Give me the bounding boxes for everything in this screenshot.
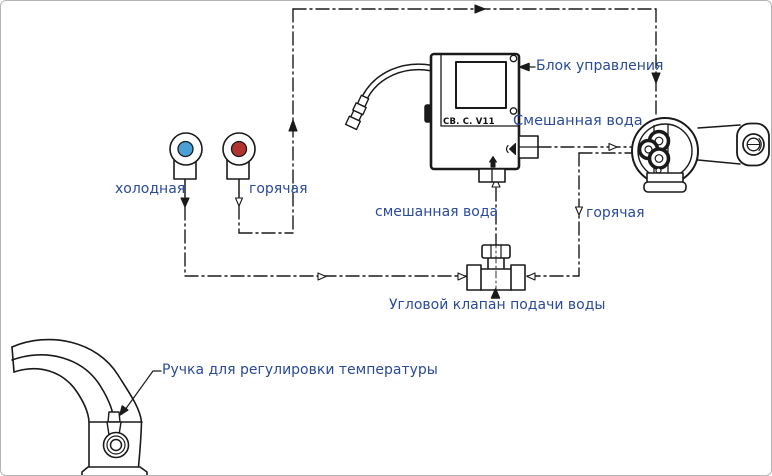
- label-angle-valve: Угловой клапан подачи воды: [389, 297, 606, 313]
- arrow-right-icon: [317, 272, 327, 281]
- faucet-base: [81, 466, 148, 475]
- arrow-left-icon: [519, 62, 530, 72]
- control-unit-panel-lines: [440, 54, 519, 127]
- label-control-unit: Блок управления: [536, 58, 664, 74]
- mixer-arm-fill: [698, 125, 740, 164]
- mixer-arm-edges: [697, 124, 741, 165]
- arrow-up-icon: [490, 288, 501, 299]
- handle-label-leader: [121, 370, 162, 415]
- arrow-right-icon: [457, 272, 467, 281]
- spout-tip: [11, 346, 15, 373]
- spout-mid-curve: [11, 354, 115, 423]
- solid-stubs: [184, 178, 240, 198]
- spout-inner-curve: [13, 368, 90, 423]
- screw-icon: [509, 54, 518, 63]
- hot-indicator-dot: [230, 140, 248, 158]
- control-unit-screen: [455, 61, 507, 109]
- label-control-unit-model: CB. C. V11: [443, 117, 495, 127]
- sensor-plug: [344, 94, 370, 131]
- arrow-up-icon: [288, 119, 298, 132]
- sensor-ring-mid: [106, 435, 126, 455]
- port-hole: [654, 154, 664, 163]
- arrow-right-icon: [474, 4, 486, 14]
- mixer-body: [631, 117, 770, 193]
- arrow-down-left-icon: [119, 405, 129, 416]
- port-hole: [654, 136, 664, 146]
- angle-valve: [466, 240, 526, 295]
- control-unit: [344, 52, 539, 183]
- sensor-cable-core: [363, 64, 433, 99]
- temperature-handle: [106, 411, 122, 436]
- arrow-down-icon: [180, 197, 190, 208]
- arrow-down-icon: [234, 197, 244, 207]
- spout-outer-ring: [742, 133, 765, 156]
- water-inlet-icon: [489, 156, 497, 168]
- screw-icon: [509, 107, 518, 115]
- spout-detail: [746, 137, 762, 152]
- label-hot-supply: горячая: [249, 181, 308, 197]
- label-temperature-handle: Ручка для регулировки температуры: [162, 362, 438, 378]
- faucet-detail: [11, 338, 148, 475]
- label-cold-supply: холодная: [115, 181, 186, 197]
- hex-facets: [490, 244, 502, 259]
- hot-supply-port: [222, 132, 256, 180]
- spout-outer-curve: [11, 338, 143, 423]
- cold-indicator-dot: [177, 140, 194, 158]
- sensor-signal-icon: [505, 143, 516, 155]
- flow-lines: [184, 8, 657, 277]
- arrow-left-icon: [526, 272, 536, 281]
- cold-supply-port: [169, 132, 203, 180]
- arrow-down-icon: [651, 72, 661, 84]
- label-leaders: [119, 62, 536, 416]
- label-mixed-water-out: Смешанная вода: [513, 113, 643, 129]
- label-hot-to-valve: горячая: [586, 205, 645, 221]
- valve-left-cap: [466, 264, 482, 291]
- sensor-ring-inner: [109, 438, 123, 452]
- mixer-flange: [643, 181, 687, 193]
- port-hole: [644, 145, 653, 154]
- valve-right-cap: [510, 264, 526, 291]
- port-ring-bottom: [647, 147, 671, 170]
- arrow-down-icon: [574, 206, 584, 216]
- arrow-right-icon: [608, 142, 618, 152]
- label-mixed-water-in: смешанная вода: [375, 204, 499, 220]
